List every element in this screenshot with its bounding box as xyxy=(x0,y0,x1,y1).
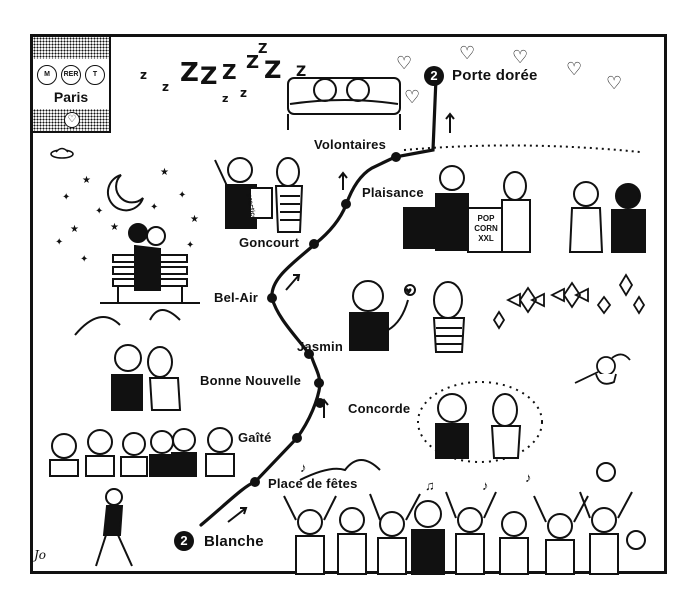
sleep-z-icon: Z xyxy=(246,52,260,73)
arrow-icon xyxy=(227,507,248,523)
walking-man-drawing xyxy=(95,488,133,567)
music-note-icon: ♫ xyxy=(425,478,435,493)
arrow-icon xyxy=(285,274,301,291)
svg-text:★: ★ xyxy=(82,175,91,186)
line-number-badge-start[interactable]: 2 xyxy=(174,531,194,551)
popcorn-box-text: POP CORN XXL xyxy=(474,214,498,243)
station-label-place-de-fetes[interactable]: Place de fêtes xyxy=(268,476,358,491)
sleep-z-icon: Z xyxy=(180,58,199,88)
station-dot-jasmin[interactable] xyxy=(304,349,314,359)
sleep-z-icon: Z xyxy=(264,56,282,84)
station-dot-volontaires[interactable] xyxy=(391,152,401,162)
sleep-z-icon: Z xyxy=(258,42,268,57)
station-dot-bel-air[interactable] xyxy=(267,293,277,303)
station-label-goncourt[interactable]: Goncourt xyxy=(239,235,300,250)
artist-signature: Jo xyxy=(34,548,47,562)
cupid-drawing xyxy=(574,353,631,385)
heart-icon: ♡ xyxy=(459,43,476,63)
ufo-drawing xyxy=(50,147,74,159)
station-dot-place-de-fetes[interactable] xyxy=(250,477,260,487)
legend-icons: M RER T xyxy=(37,65,105,85)
heart-icon: ♡ xyxy=(512,47,529,67)
svg-text:★: ★ xyxy=(110,222,119,233)
metro-icon: M xyxy=(37,65,57,85)
svg-text:✦: ✦ xyxy=(178,190,186,201)
station-label-bonne-nouvelle[interactable]: Bonne Nouvelle xyxy=(200,373,302,388)
heart-icon: ♡ xyxy=(64,112,80,128)
station-label-plaisance[interactable]: Plaisance xyxy=(362,185,424,200)
tram-icon: T xyxy=(85,65,105,85)
station-label-blanche[interactable]: Blanche xyxy=(204,533,264,550)
music-note-icon: ♪ xyxy=(300,460,307,475)
music-note-icon: ♪ xyxy=(482,478,489,493)
arrow-icon xyxy=(319,398,329,418)
stars: ✦ ★ ✦ ★ ✦ ★ ✦ ★ ✦ ✦ ✦ ★ xyxy=(55,167,199,265)
kissing-couple-drawing xyxy=(74,309,182,411)
flower-couple-drawing xyxy=(349,280,466,353)
heart-icon: ♡ xyxy=(404,87,421,107)
heart-icon: ♡ xyxy=(606,73,623,93)
station-dot-gaite[interactable] xyxy=(292,433,302,443)
svg-text:★: ★ xyxy=(160,167,169,178)
sleep-z-icon: z xyxy=(162,80,169,94)
svg-text:✦: ✦ xyxy=(55,237,63,248)
sleep-z-icon: Z xyxy=(296,64,307,80)
flowers-drawing xyxy=(492,273,646,330)
svg-text:✦: ✦ xyxy=(95,206,103,217)
station-label-volontaires[interactable]: Volontaires xyxy=(314,137,387,152)
svg-text:✦: ✦ xyxy=(80,254,88,265)
station-label-gaite[interactable]: Gaîté xyxy=(238,430,272,445)
line-number-badge-end[interactable]: 2 xyxy=(424,66,444,86)
direction-arrows xyxy=(227,112,455,523)
station-dots xyxy=(250,152,401,487)
station-label-bel-air[interactable]: Bel-Air xyxy=(214,290,259,305)
glowing-couple-drawing xyxy=(417,381,543,463)
station-dot-bonne-nouvelle[interactable] xyxy=(314,378,324,388)
station-label-porte-doree[interactable]: Porte dorée xyxy=(452,67,538,84)
heart-icon: ♡ xyxy=(566,59,583,79)
station-label-jasmin[interactable]: Jasmin xyxy=(297,339,344,354)
sleep-z-icon: z xyxy=(222,92,229,105)
concert-crowd-drawing xyxy=(283,459,646,575)
legend-pattern-top xyxy=(33,37,109,59)
sleep-z-icon: z xyxy=(140,68,147,82)
svg-text:✦: ✦ xyxy=(186,240,194,251)
heart-icon: ♡ xyxy=(396,53,413,73)
station-dot-plaisance[interactable] xyxy=(341,199,351,209)
reading-couple-drawing xyxy=(214,157,304,233)
rer-icon: RER xyxy=(61,65,81,85)
night-bench-drawing xyxy=(100,174,200,304)
laughing-group-drawing xyxy=(49,427,235,477)
sleep-z-icon: z xyxy=(240,86,247,100)
svg-text:★: ★ xyxy=(70,224,79,235)
legend-city-name: Paris xyxy=(53,89,89,105)
music-note-icon: ♪ xyxy=(525,470,532,485)
sleeping-couple-drawing xyxy=(287,77,401,130)
sleep-z-icon: Z xyxy=(222,60,237,84)
svg-text:✦: ✦ xyxy=(62,192,70,203)
heart-icon: ♥ xyxy=(405,284,413,298)
arrow-icon xyxy=(338,171,348,190)
station-label-concorde[interactable]: Concorde xyxy=(348,401,411,416)
cinema-audience-drawing xyxy=(403,144,646,253)
map-legend: M RER T Paris ♡ xyxy=(31,35,111,133)
svg-text:✦: ✦ xyxy=(150,202,158,213)
arrow-icon xyxy=(445,112,455,133)
svg-text:★: ★ xyxy=(190,214,199,225)
station-dot-goncourt[interactable] xyxy=(309,239,319,249)
sleep-z-icon: Z xyxy=(200,62,218,90)
